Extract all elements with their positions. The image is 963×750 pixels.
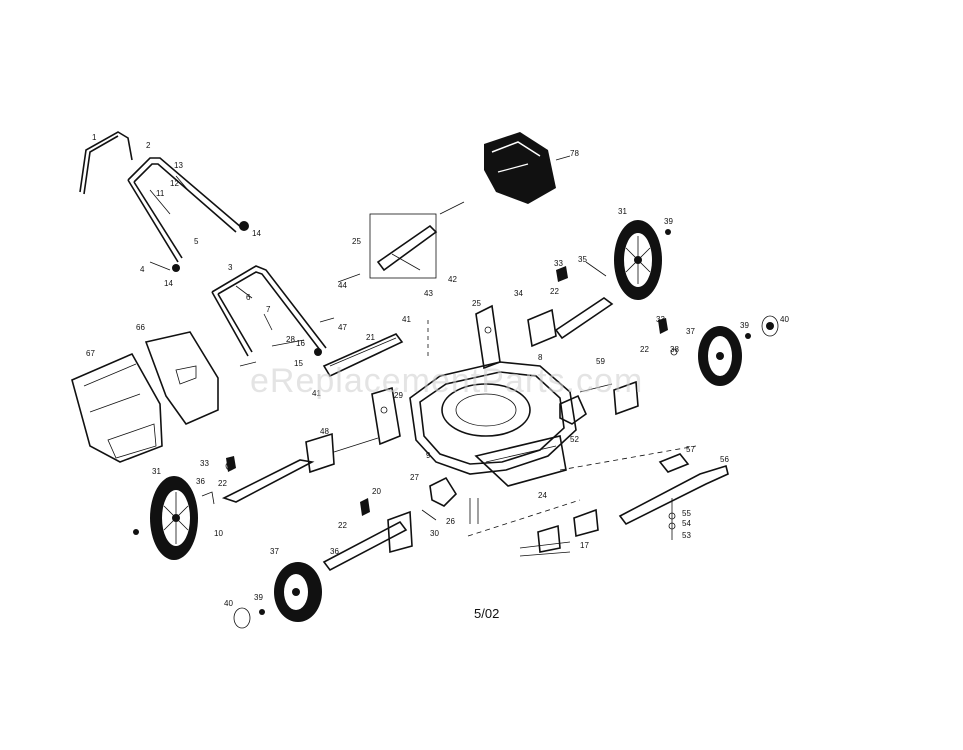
- wheel-right-front-icon: [698, 315, 779, 386]
- label-part-31a: 31: [152, 467, 161, 476]
- label-part-22a: 22: [550, 287, 559, 296]
- label-part-39a: 39: [664, 217, 673, 226]
- label-part-1: 1: [92, 133, 97, 142]
- revision-date: 5/02: [474, 606, 499, 621]
- label-part-56: 56: [720, 455, 729, 464]
- label-part-22d: 22: [338, 521, 347, 530]
- label-part-29: 29: [394, 391, 403, 400]
- label-part-37a: 37: [686, 327, 695, 336]
- label-part-67: 67: [86, 349, 95, 358]
- label-part-33c: 33: [200, 459, 209, 468]
- label-part-25b: 25: [472, 299, 481, 308]
- label-part-52: 52: [570, 435, 579, 444]
- right-side-plate-icon: [579, 318, 678, 416]
- blade-icon: [618, 453, 729, 540]
- label-part-54: 54: [682, 519, 691, 528]
- label-part-40a: 40: [780, 315, 789, 324]
- label-part-53: 53: [682, 531, 691, 540]
- label-part-33b: 33: [656, 315, 665, 324]
- label-part-15: 15: [294, 359, 303, 368]
- label-part-34: 34: [514, 289, 523, 298]
- label-part-30: 30: [430, 529, 439, 538]
- label-part-59: 59: [596, 357, 605, 366]
- label-part-27: 27: [410, 473, 419, 482]
- label-part-55: 55: [682, 509, 691, 518]
- watermark-text: eReplacementParts.com: [250, 362, 643, 400]
- label-part-39b: 39: [740, 321, 749, 330]
- label-part-38: 38: [670, 345, 679, 354]
- label-part-78: 78: [570, 149, 579, 158]
- label-part-57: 57: [686, 445, 695, 454]
- lower-handle-icon: [211, 265, 335, 367]
- right-axle-bracket-icon: [527, 261, 614, 348]
- label-part-21: 21: [366, 333, 375, 342]
- label-part-14a: 14: [252, 229, 261, 238]
- label-part-17: 17: [580, 541, 589, 550]
- label-part-11: 11: [156, 189, 165, 198]
- label-part-40b: 40: [224, 599, 233, 608]
- label-part-7: 7: [266, 305, 271, 314]
- wheel-right-rear-icon: [614, 220, 671, 300]
- label-part-16: 16: [296, 339, 305, 348]
- bag-cover-icon: [144, 331, 219, 425]
- label-part-37b: 37: [270, 547, 279, 556]
- label-part-13: 13: [174, 161, 183, 170]
- label-part-10: 10: [214, 529, 223, 538]
- label-part-41b: 41: [312, 389, 321, 398]
- label-part-20: 20: [372, 487, 381, 496]
- mulch-plug-icon: [429, 394, 587, 524]
- label-part-43: 43: [424, 289, 433, 298]
- wheel-left-rear-icon: [133, 476, 198, 560]
- rear-axle-bracket-icon: [201, 432, 379, 505]
- front-axle-bracket-icon: [226, 456, 437, 572]
- label-part-28: 28: [286, 335, 295, 344]
- wheel-left-front-icon: [233, 562, 322, 629]
- label-part-31b: 31: [618, 207, 627, 216]
- label-part-12: 12: [170, 179, 179, 188]
- label-part-42: 42: [448, 275, 457, 284]
- label-part-8: 8: [538, 353, 543, 362]
- label-part-22b: 22: [640, 345, 649, 354]
- label-part-44: 44: [338, 281, 347, 290]
- label-part-9: 9: [426, 451, 431, 460]
- assembly-guide-lines: [427, 320, 697, 537]
- label-part-4: 4: [140, 265, 145, 274]
- baffle-bar-icon: [322, 333, 404, 378]
- label-part-6: 6: [246, 293, 251, 302]
- label-part-36a: 36: [196, 477, 205, 486]
- grass-bag-icon: [71, 352, 163, 463]
- blade-adapter-bracket-icon: [519, 508, 599, 557]
- label-part-24: 24: [538, 491, 547, 500]
- label-part-66: 66: [136, 323, 145, 332]
- label-part-41a: 41: [402, 315, 411, 324]
- label-part-48: 48: [320, 427, 329, 436]
- label-part-2: 2: [146, 141, 151, 150]
- label-part-14b: 14: [164, 279, 173, 288]
- label-part-47: 47: [338, 323, 347, 332]
- handle-assembly-icon: [127, 157, 249, 272]
- label-part-36b: 36: [330, 547, 339, 556]
- label-part-22c: 22: [218, 479, 227, 488]
- engine-icon: [484, 132, 571, 204]
- rear-door-bracket-icon: [371, 304, 501, 446]
- mower-deck-icon: [409, 361, 577, 487]
- label-part-35: 35: [578, 255, 587, 264]
- label-part-3: 3: [228, 263, 233, 272]
- part-number-labels: 1 2 3 4 5 6 7 8 9 10 11 12 13 14 14 15 1…: [86, 133, 789, 608]
- upper-handle-icon: [79, 131, 133, 195]
- label-part-5: 5: [194, 237, 199, 246]
- label-part-25a: 25: [352, 237, 361, 246]
- deflector-bracket-icon: [337, 201, 465, 283]
- label-part-33a: 33: [554, 259, 563, 268]
- label-part-26: 26: [446, 517, 455, 526]
- label-part-39c: 39: [254, 593, 263, 602]
